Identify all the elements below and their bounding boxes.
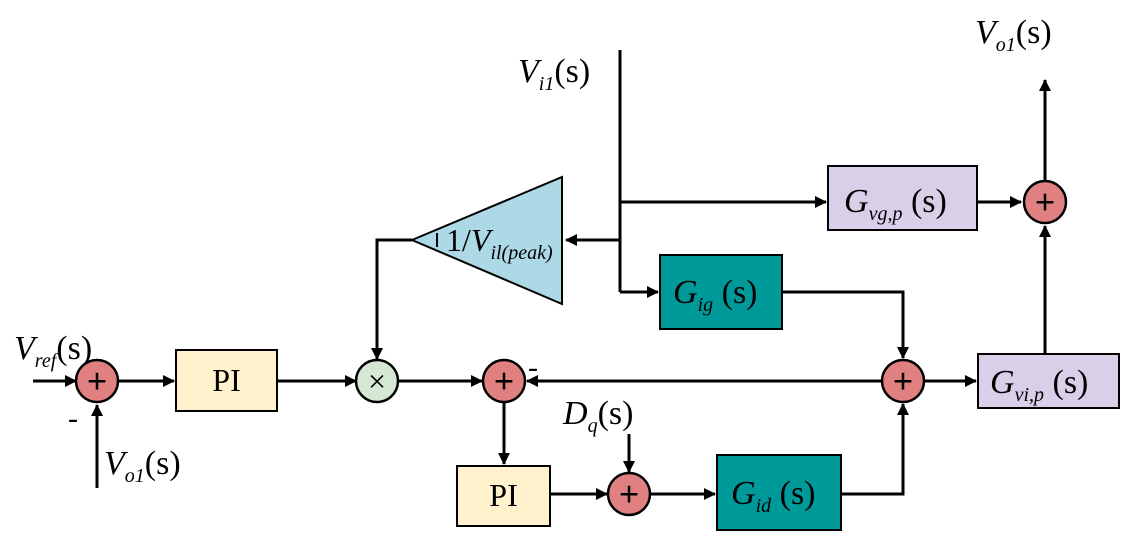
sum-junction-2: + [481,358,527,404]
sum-junction-1: + [74,358,120,404]
gig-label: Gig (s) [673,274,758,316]
pi-inner-label: PI [489,477,517,513]
pi-inner-block: PI [456,465,551,527]
svg-text:+: + [619,474,640,514]
wire-gain-to-mult [371,238,412,360]
gig-block: Gig (s) [659,254,783,330]
minus-sign-sum2: - [528,351,538,384]
sum-junction-3: + [606,471,652,517]
dq-label: Dq(s) [562,395,633,437]
wire-gid-to-sum4 [841,403,909,496]
wires [33,50,1051,500]
gvgp-block: Gvg,p (s) [827,165,978,231]
svg-text:×: × [368,363,386,399]
vo1-feedback-label: Vo1(s) [104,445,181,487]
gvgp-label: Gvg,p (s) [844,183,947,225]
svg-text:+: + [494,361,515,401]
vi1-label: Vi1(s) [518,53,590,95]
vref-label: Vref(s) [14,330,92,372]
gid-label: Gid (s) [731,475,816,517]
svg-text:+: + [893,361,914,401]
gvip-label: Gvi,p (s) [990,364,1088,406]
svg-text:+: + [87,361,108,401]
multiplier-junction: × [354,358,400,404]
sum-junction-4: + [880,358,926,404]
vo1-output-label: Vo1(s) [975,14,1052,56]
gvip-block: Gvi,p (s) [977,353,1120,409]
gain-label: 1/Vil(peak) [446,222,553,264]
sum-junction-5: + [1022,179,1068,225]
pi-outer-block: PI [175,349,278,412]
gain-triangle-block: 1/Vil(peak) [409,175,563,306]
wire-gig-to-sum4 [782,290,909,359]
svg-text:+: + [1035,182,1056,222]
minus-sign-sum1: - [68,402,78,435]
gid-block: Gid (s) [716,454,842,531]
pi-outer-label: PI [212,362,240,398]
